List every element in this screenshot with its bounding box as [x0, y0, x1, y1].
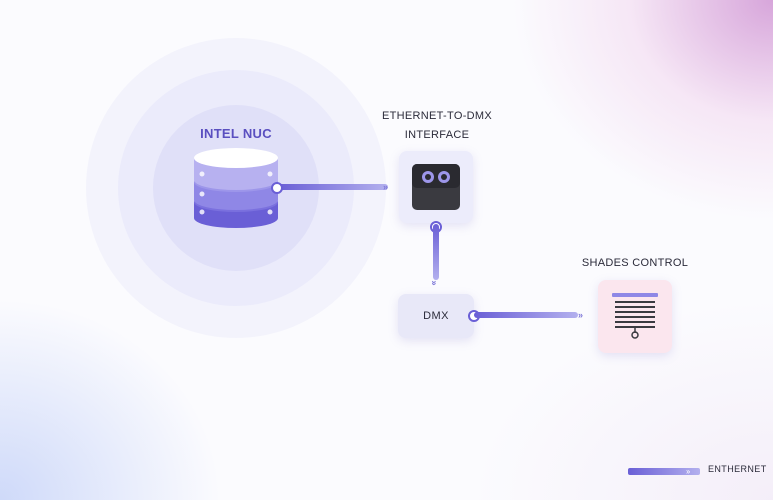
ethernet-link-nuc-interface: [278, 184, 388, 190]
arrow-right-icon: ››: [578, 310, 583, 320]
window-shades-icon: [612, 293, 658, 339]
ethernet-link-dmx-shades: [474, 312, 578, 318]
legend-ethernet-label: ENTHERNET: [708, 464, 767, 474]
arrow-down-icon: ››: [429, 280, 440, 285]
dmx-label: DMX: [423, 310, 449, 322]
ethernet-dmx-label-line2: INTERFACE: [404, 129, 470, 141]
shades-control-label: SHADES CONTROL: [581, 257, 689, 269]
ethernet-dmx-interface-card: [399, 151, 473, 223]
ethernet-dmx-label-line1: ETHERNET-TO-DMX: [381, 110, 493, 122]
database-icon: [194, 148, 278, 228]
connector-dot: [271, 182, 283, 194]
ethernet-link-interface-dmx: [433, 224, 439, 280]
legend-ethernet-line: [628, 468, 700, 475]
dmx-interface-icon: [412, 164, 460, 210]
legend-arrow-icon: ››: [686, 467, 690, 476]
intel-nuc-label: INTEL NUC: [200, 126, 272, 141]
shades-control-card: [598, 280, 672, 353]
arrow-right-icon: ››: [383, 182, 388, 192]
dmx-card: DMX: [398, 294, 474, 338]
